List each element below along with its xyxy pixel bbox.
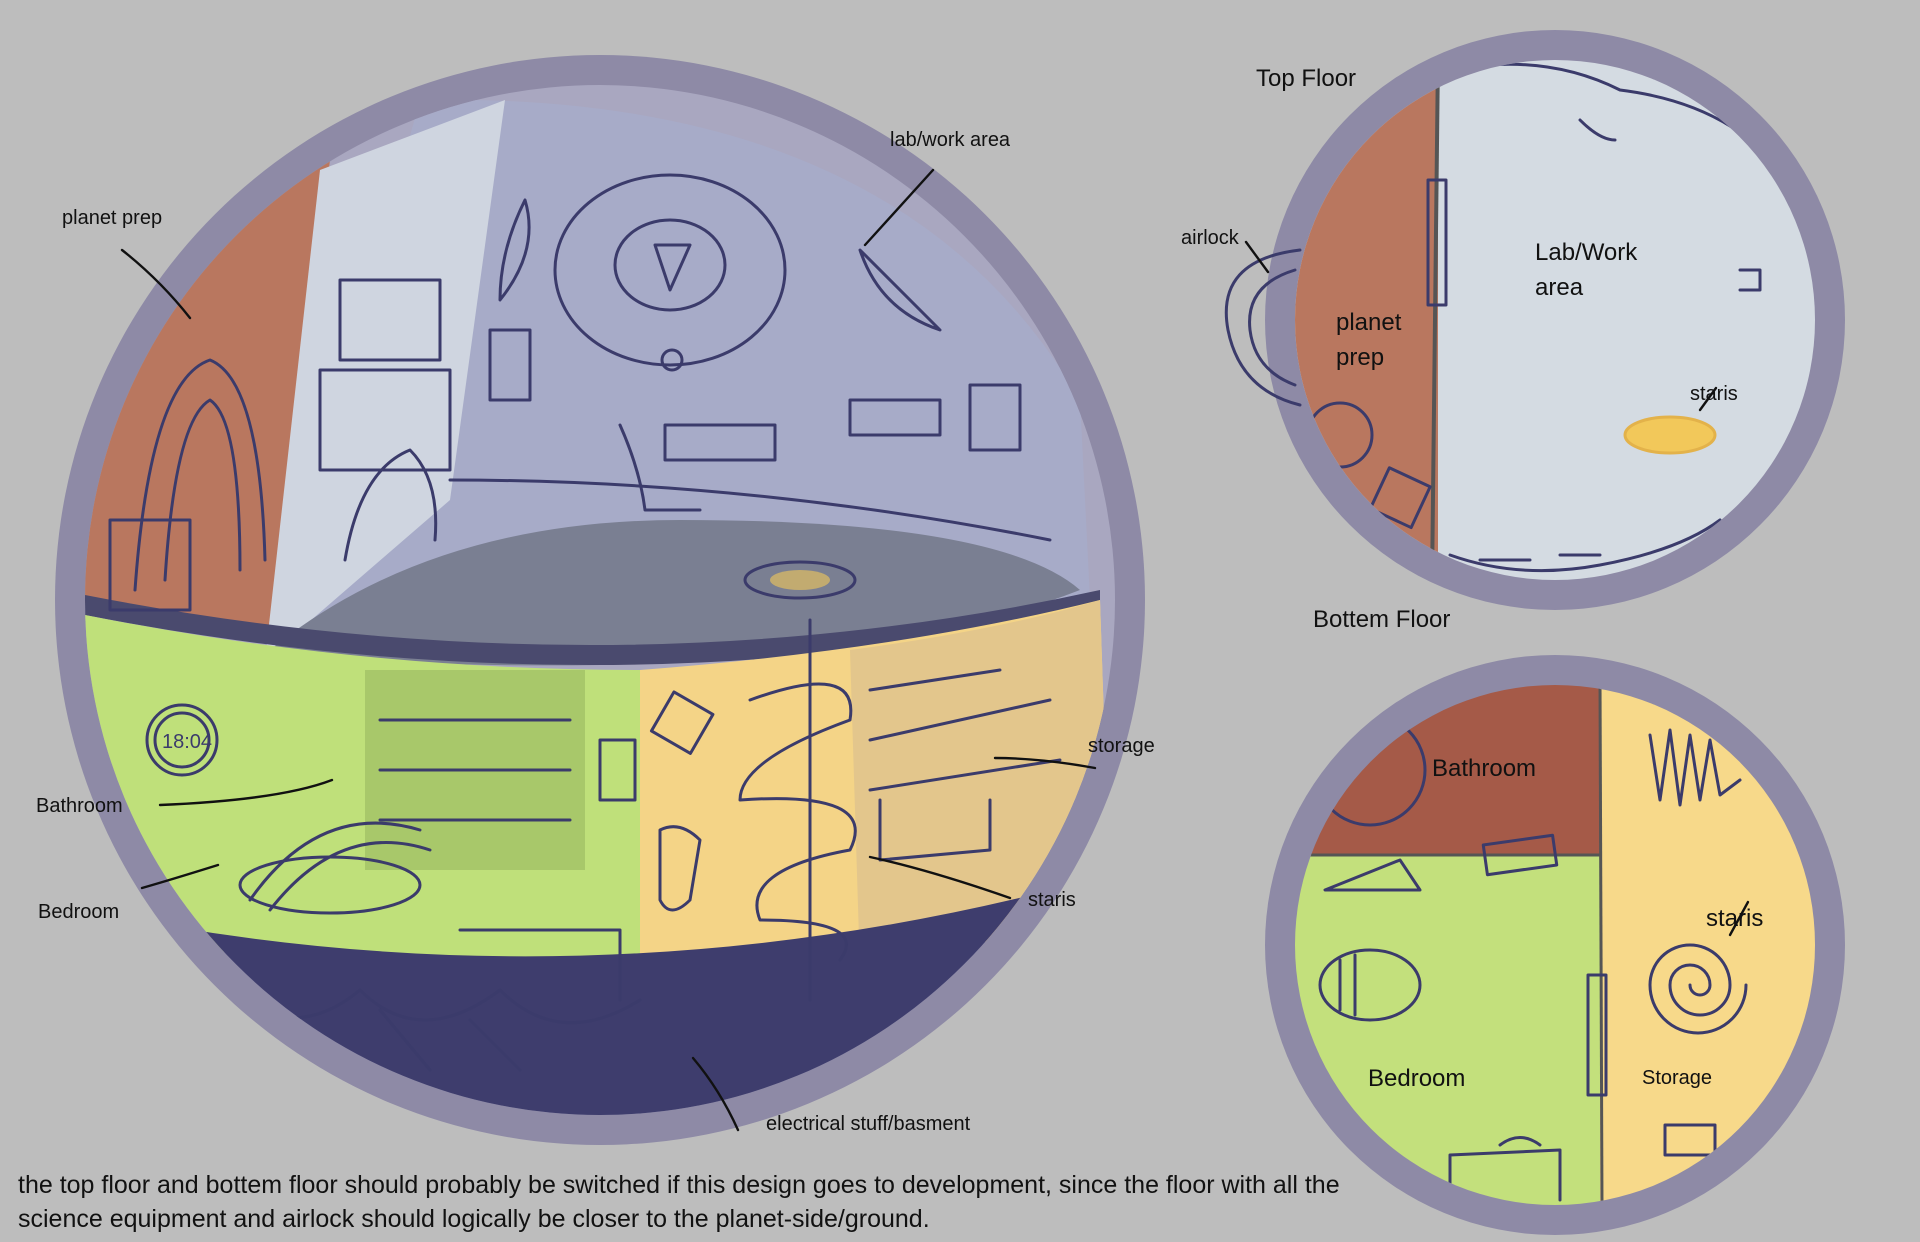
label-stairs: staris: [1028, 889, 1076, 911]
label-electrical-basement: electrical stuff/basment: [766, 1113, 971, 1135]
clock-reading: 18:04: [162, 731, 212, 753]
top-floor-label-planet-prep-2: prep: [1336, 344, 1384, 371]
top-floor-label-lab-2: area: [1535, 274, 1584, 301]
bottom-floor-label-bedroom: Bedroom: [1368, 1065, 1465, 1092]
sphere-cutaway: [40, 40, 1170, 1170]
bottom-floor-label-bathroom: Bathroom: [1432, 755, 1536, 782]
top-floor-plan: [1226, 30, 1845, 610]
label-storage: storage: [1088, 735, 1155, 757]
top-floor-label-airlock: airlock: [1181, 227, 1240, 249]
bottom-floor-label-stairs: staris: [1706, 905, 1763, 932]
bottom-floor-label-storage: Storage: [1642, 1067, 1712, 1089]
bottom-floor-title: Bottem Floor: [1313, 606, 1450, 633]
top-floor-label-stairs: staris: [1690, 383, 1738, 405]
bottom-floor-bedroom-region: [1290, 855, 1600, 1210]
top-floor-label-lab-1: Lab/Work: [1535, 239, 1638, 266]
bottom-floor-plan: [1265, 655, 1845, 1235]
label-planet-prep: planet prep: [62, 207, 162, 229]
label-bathroom: Bathroom: [36, 795, 123, 817]
top-floor-label-planet-prep-1: planet: [1336, 309, 1402, 336]
label-lab-work-area: lab/work area: [890, 129, 1011, 151]
label-bedroom: Bedroom: [38, 901, 119, 923]
top-floor-title: Top Floor: [1256, 65, 1356, 92]
top-floor-stairs-marker: [1625, 417, 1715, 453]
design-note: the top floor and bottem floor should pr…: [18, 1168, 1418, 1236]
